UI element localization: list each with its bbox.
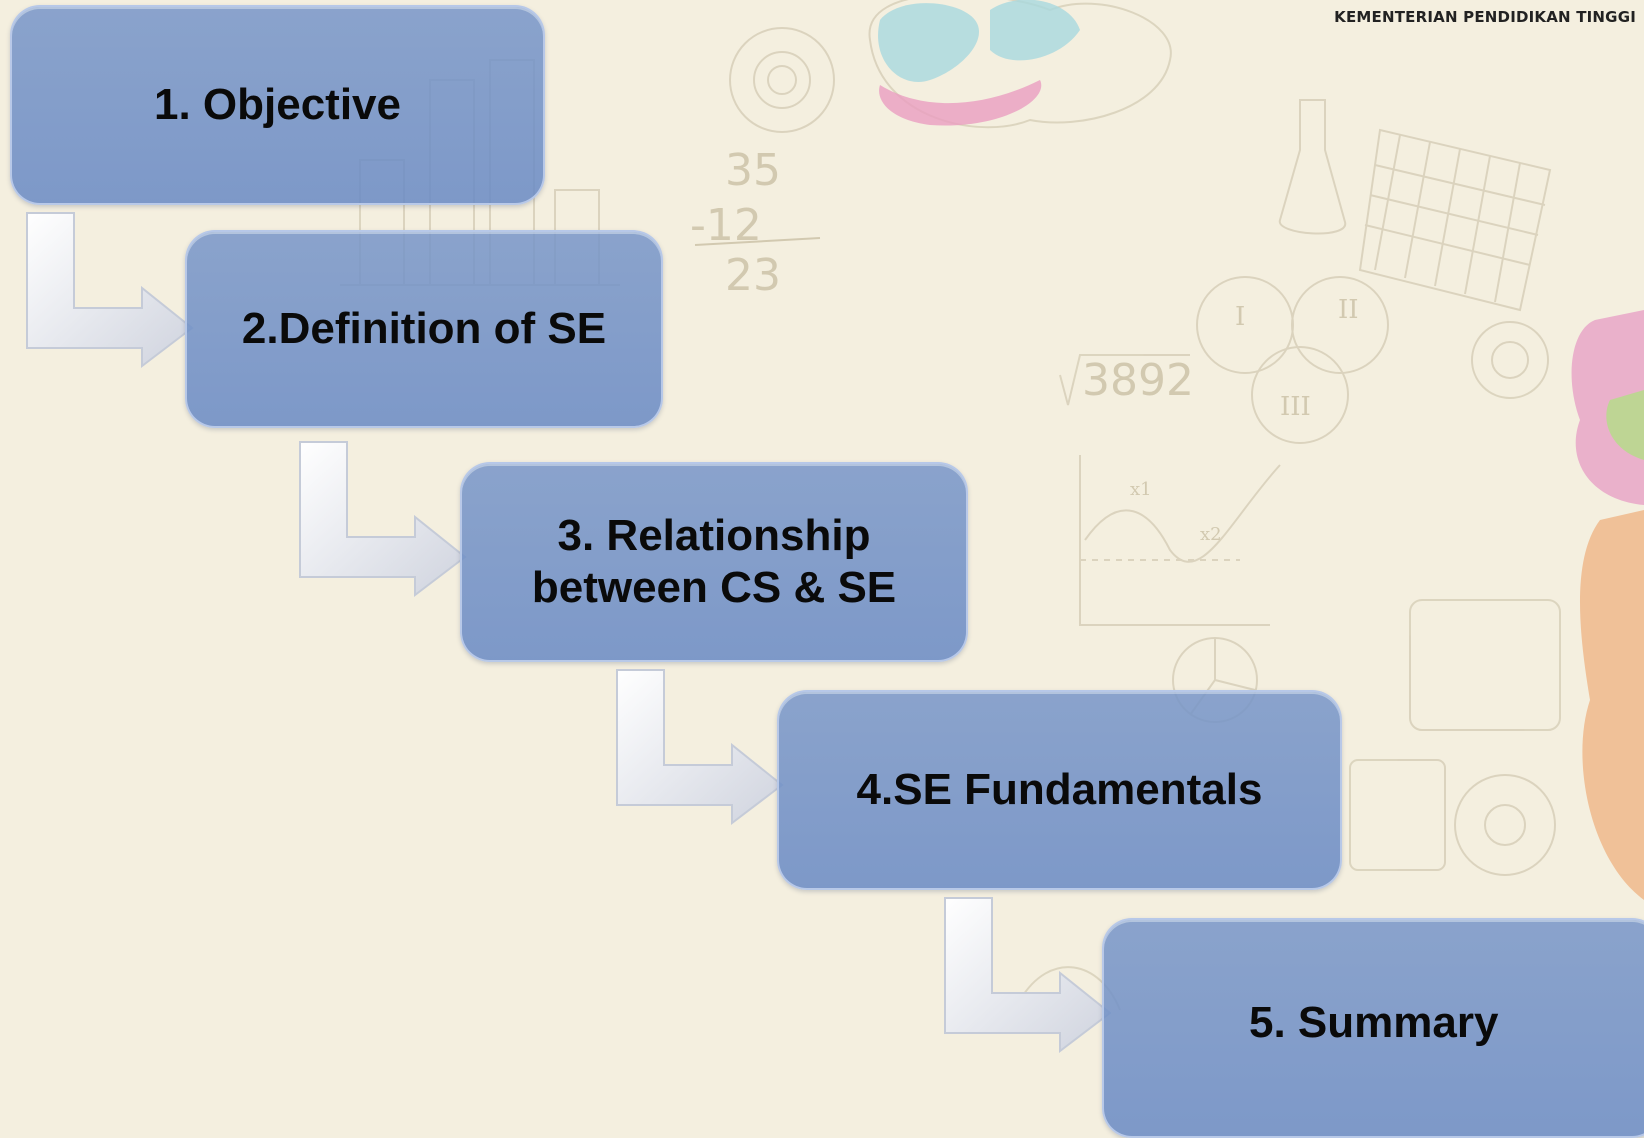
connector-arrow-1 — [26, 212, 194, 368]
step-label: 1. Objective — [153, 80, 401, 129]
connector-arrow-3 — [616, 669, 784, 825]
step-label: 3. Relationship — [557, 511, 871, 560]
sqrt-value: 3892 — [1082, 355, 1194, 406]
graph-label: x1 — [1130, 479, 1152, 500]
background-illustration: 35 -12 23 3892 I II III x1 x2 — [340, 0, 1644, 1011]
step-se-fundamentals[interactable]: 4.SE Fundamentals — [777, 690, 1342, 890]
connector-arrow-2 — [299, 441, 467, 597]
step-label: 2.Definition of SE — [241, 304, 607, 353]
step-label-line2: between CS & SE — [531, 563, 897, 612]
step-summary[interactable]: 5. Summary — [1102, 918, 1644, 1138]
step-label: 4.SE Fundamentals — [856, 765, 1263, 814]
graph-label: x2 — [1200, 524, 1222, 545]
step-relationship-cs-se[interactable]: 3. Relationship between CS & SE — [460, 462, 968, 662]
doodle-number: 23 — [725, 250, 781, 301]
venn-label: III — [1280, 392, 1311, 422]
venn-label: II — [1338, 295, 1359, 325]
step-label: 5. Summary — [1249, 998, 1499, 1047]
venn-label: I — [1235, 302, 1245, 332]
connector-arrow-4 — [944, 897, 1112, 1053]
ministry-label: KEMENTERIAN PENDIDIKAN TINGGI — [1334, 8, 1636, 26]
step-objective[interactable]: 1. Objective — [10, 5, 545, 205]
step-definition-of-se[interactable]: 2.Definition of SE — [185, 230, 663, 428]
doodle-number: 35 — [725, 145, 781, 196]
